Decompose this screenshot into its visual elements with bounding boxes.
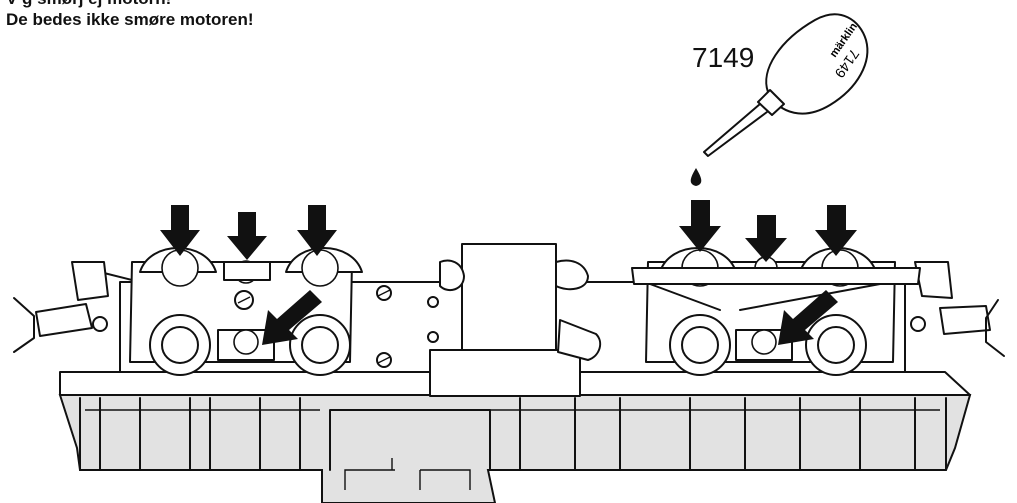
arrow-down-icon [297, 205, 337, 256]
warning-swedish: V g smørj ej motorn! [6, 0, 171, 9]
oil-part-number: 7149 [692, 42, 755, 73]
chassis-shroud [58, 394, 972, 503]
arrow-down-icon [227, 212, 267, 260]
arrow-diagonal-icon [778, 290, 838, 345]
arrow-diagonal-icon [262, 290, 322, 345]
arrow-down-icon [679, 200, 721, 252]
right-bogie [631, 247, 921, 376]
arrow-down-icon [815, 205, 857, 256]
arrow-down-icon [160, 205, 200, 256]
left-bogie [129, 247, 363, 376]
arrow-down-icon [745, 215, 787, 262]
oil-bottle-icon: märklin 7149 [690, 13, 869, 186]
lubrication-arrows [160, 200, 857, 345]
oil-drop-icon [690, 168, 702, 186]
warning-danish: De bedes ikke smøre motoren! [6, 10, 254, 29]
